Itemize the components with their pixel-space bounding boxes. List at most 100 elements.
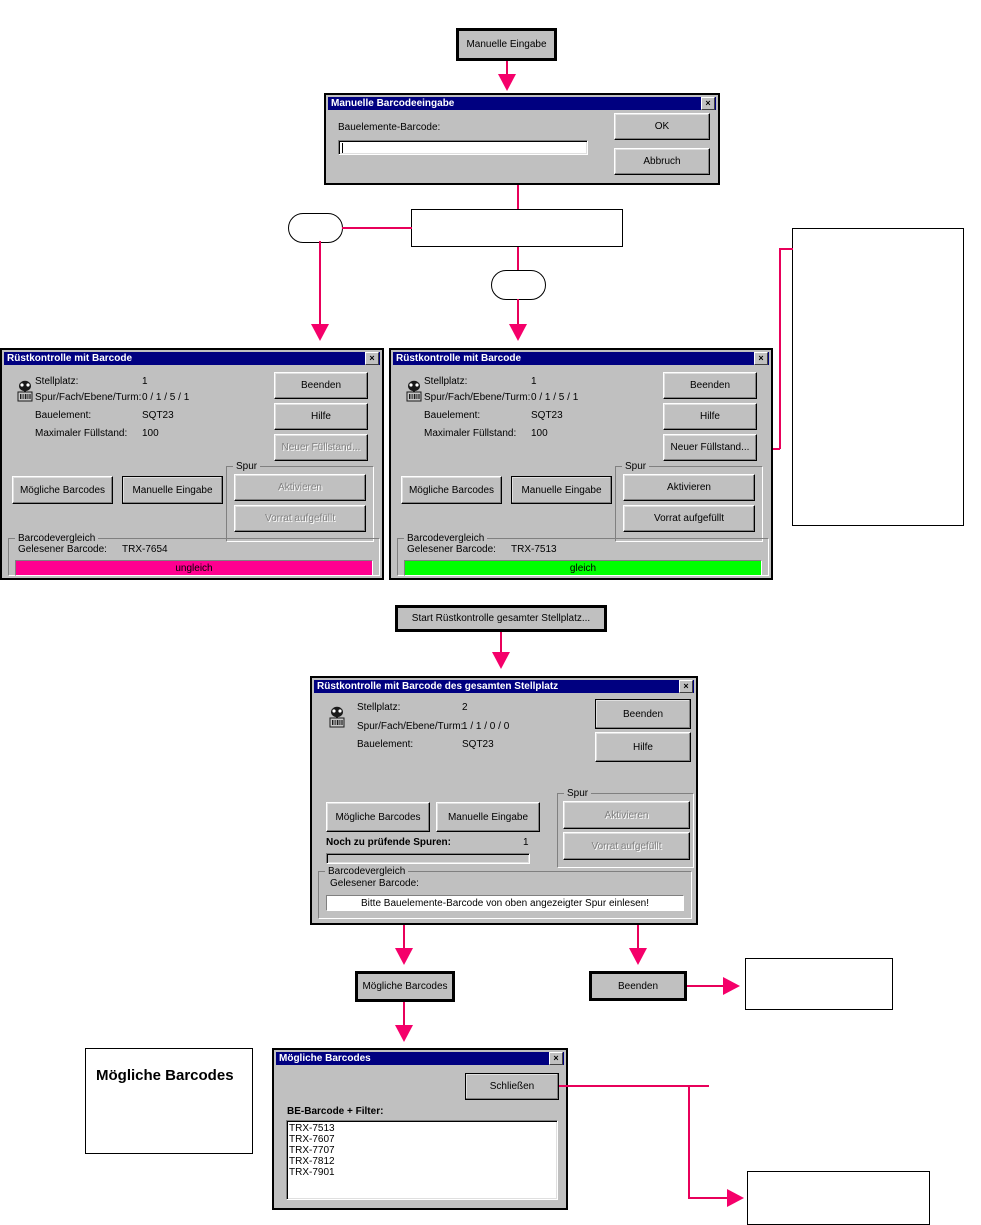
beenden-button[interactable]: Beenden: [663, 372, 757, 399]
barcodevergleich-group-label: Barcodevergleich: [404, 533, 488, 544]
hilfe-button[interactable]: Hilfe: [663, 403, 757, 430]
row-label: Maximaler Füllstand:: [424, 428, 517, 439]
gelesener-barcode-value: TRX-7654: [122, 544, 168, 555]
close-icon[interactable]: ×: [754, 352, 768, 365]
flow-terminator-mid: [491, 270, 546, 300]
dialog-titlebar[interactable]: Rüstkontrolle mit Barcode ×: [4, 352, 380, 365]
row-label: Bauelement:: [357, 739, 414, 750]
moegliche-barcodes-button[interactable]: Mögliche Barcodes: [12, 476, 113, 504]
dialog-titlebar[interactable]: Rüstkontrolle mit Barcode ×: [393, 352, 769, 365]
manuelle-eingabe-button[interactable]: Manuelle Eingabe: [122, 476, 223, 504]
row-value: SQT23: [531, 410, 563, 421]
spur-group-label: Spur: [622, 461, 650, 472]
hilfe-button[interactable]: Hilfe: [274, 403, 368, 430]
row-value: SQT23: [462, 739, 494, 750]
row-value: 1: [142, 376, 148, 387]
list-item[interactable]: TRX-7812: [289, 1156, 335, 1167]
list-item[interactable]: TRX-7901: [289, 1167, 335, 1178]
noch-zu-pruefende-spuren-value: 1: [523, 837, 529, 848]
aktivieren-button[interactable]: Aktivieren: [623, 474, 755, 501]
arrow-down-icon: [498, 74, 516, 91]
vorrat-aufgefuellt-button[interactable]: Vorrat aufgefüllt: [623, 505, 755, 532]
flow-empty-box-right-top: [792, 228, 964, 526]
list-item[interactable]: TRX-7607: [289, 1134, 335, 1145]
moegliche-barcodes-button[interactable]: Mögliche Barcodes: [326, 802, 430, 832]
row-value: SQT23: [142, 410, 174, 421]
abbruch-button[interactable]: Abbruch: [614, 148, 710, 175]
close-icon[interactable]: ×: [365, 352, 379, 365]
ok-button[interactable]: OK: [614, 113, 710, 140]
manuelle-eingabe-button[interactable]: Manuelle Eingabe: [436, 802, 540, 832]
flow-terminator-left: [288, 213, 343, 243]
manuelle-eingabe-button[interactable]: Manuelle Eingabe: [511, 476, 612, 504]
gelesener-barcode-label: Gelesener Barcode:: [330, 878, 419, 889]
connector-line: [500, 632, 502, 654]
dialog-titlebar[interactable]: Manuelle Barcodeeingabe ×: [328, 97, 716, 110]
row-value: 0 / 1 / 5 / 1: [531, 392, 579, 403]
flow-empty-box-mid: [411, 209, 623, 247]
flow-node-manuelle-eingabe[interactable]: Manuelle Eingabe: [456, 28, 557, 61]
manuelle-eingabe-button-label: Manuelle Eingabe: [132, 484, 213, 496]
connector-line: [403, 925, 405, 950]
flow-node-moegliche-barcodes[interactable]: Mögliche Barcodes: [355, 971, 455, 1002]
flow-node-beenden[interactable]: Beenden: [589, 971, 687, 1001]
status-badge-ungleich: ungleich: [15, 560, 373, 576]
text-caret: [342, 143, 343, 153]
neuer-fuellstand-button: Neuer Füllstand...: [274, 434, 368, 461]
dialog-titlebar[interactable]: Rüstkontrolle mit Barcode des gesamten S…: [314, 680, 694, 693]
spur-group: Spur: [226, 461, 374, 542]
barcodevergleich-group-label: Barcodevergleich: [15, 533, 99, 544]
list-item[interactable]: TRX-7707: [289, 1145, 335, 1156]
connector-line: [506, 61, 508, 75]
barcode-scanner-icon: [17, 380, 33, 402]
arrow-down-icon: [492, 652, 510, 669]
vorrat-aufgefuellt-button: Vorrat aufgefüllt: [234, 505, 366, 532]
hilfe-button-label: Hilfe: [632, 741, 653, 753]
beenden-button[interactable]: Beenden: [274, 372, 368, 399]
flow-node-start-gesamt[interactable]: Start Rüstkontrolle gesamter Stellplatz.…: [395, 605, 607, 632]
row-label: Bauelement:: [35, 410, 92, 421]
flow-empty-box-right-beenden: [745, 958, 893, 1010]
connector-line: [688, 1085, 690, 1199]
spur-group: Spur: [615, 461, 763, 542]
schliessen-button-label: Schließen: [489, 1081, 535, 1092]
close-icon[interactable]: ×: [549, 1052, 563, 1065]
moegliche-barcodes-button[interactable]: Mögliche Barcodes: [401, 476, 502, 504]
dialog-ruestkontrolle-gleich: Rüstkontrolle mit Barcode × Stellplatz: …: [389, 348, 773, 580]
hilfe-button[interactable]: Hilfe: [595, 732, 691, 762]
vorrat-aufgefuellt-button-label: Vorrat aufgefüllt: [653, 513, 725, 524]
moegliche-barcodes-button-label: Mögliche Barcodes: [408, 484, 495, 496]
arrow-down-icon: [509, 324, 527, 341]
row-label: Stellplatz:: [424, 376, 468, 387]
row-value: 0 / 1 / 5 / 1: [142, 392, 190, 403]
aktivieren-button-label: Aktivieren: [604, 809, 649, 821]
neuer-fuellstand-button-label: Neuer Füllstand...: [670, 442, 750, 453]
ok-button-label: OK: [654, 121, 670, 132]
list-item[interactable]: TRX-7513: [289, 1123, 335, 1134]
connector-line: [687, 985, 727, 987]
flow-node-label: Beenden: [617, 980, 659, 992]
neuer-fuellstand-button[interactable]: Neuer Füllstand...: [663, 434, 757, 461]
noch-zu-pruefende-spuren-label: Noch zu prüfende Spuren:: [326, 837, 451, 848]
manuelle-eingabe-button-label: Manuelle Eingabe: [447, 811, 529, 823]
barcode-listbox[interactable]: TRX-7513 TRX-7607 TRX-7707 TRX-7812 TRX-…: [286, 1120, 558, 1200]
close-icon[interactable]: ×: [701, 97, 715, 110]
barcode-input[interactable]: [338, 140, 588, 155]
row-value: 1 / 1 / 0 / 0: [462, 721, 510, 732]
dialog-titlebar[interactable]: Mögliche Barcodes ×: [276, 1052, 564, 1065]
schliessen-button[interactable]: Schließen: [465, 1073, 559, 1100]
spur-group-label: Spur: [233, 461, 261, 472]
close-icon[interactable]: ×: [679, 680, 693, 693]
beenden-button-label: Beenden: [622, 708, 664, 720]
vorrat-aufgefuellt-button-label: Vorrat aufgefüllt: [264, 513, 336, 524]
connector-line: [559, 1085, 709, 1087]
dialog-moegliche-barcodes: Mögliche Barcodes × Schließen BE-Barcode…: [272, 1048, 568, 1210]
connector-line: [403, 1002, 405, 1028]
status-badge-label: gleich: [569, 562, 597, 574]
connector-line: [517, 247, 519, 271]
beenden-button[interactable]: Beenden: [595, 699, 691, 729]
connector-line: [779, 248, 781, 449]
row-label: Spur/Fach/Ebene/Turm:: [424, 392, 531, 403]
connector-line: [688, 1197, 731, 1199]
